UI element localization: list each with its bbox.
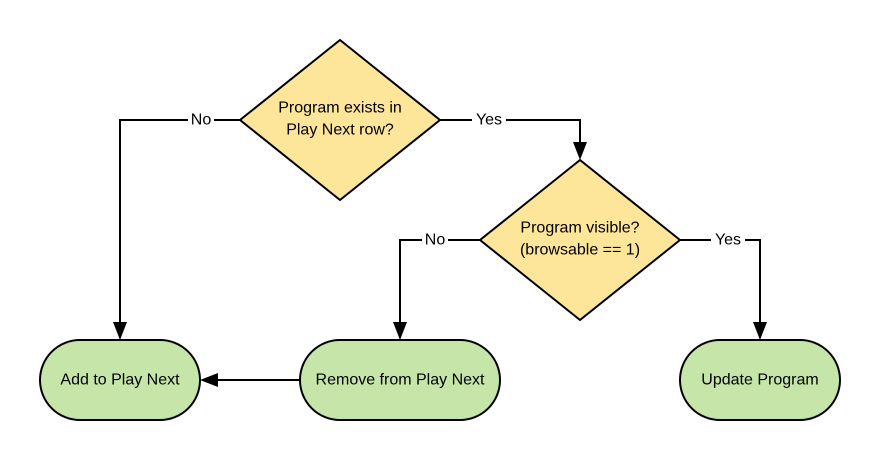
arrowhead-to-update	[753, 322, 767, 340]
terminal-remove-from-play-next-shape	[299, 339, 501, 421]
terminal-remove-from-play-next: Remove from Play Next	[299, 339, 501, 421]
terminal-update-program-shape	[679, 339, 841, 421]
decision-program-visible: Program visible? (browsable == 1)	[478, 158, 682, 322]
edge-label-visible-no-text: No	[425, 232, 446, 249]
edge-visible-yes	[680, 239, 761, 325]
decision-program-exists-line2: Play Next row?	[286, 122, 394, 139]
terminal-add-to-play-next-label: Add to Play Next	[60, 372, 180, 389]
decision-program-visible-line2: (browsable == 1)	[520, 242, 640, 259]
decision-program-exists-diamond	[238, 38, 442, 202]
edge-label-visible-yes: Yes	[711, 230, 745, 250]
terminal-update-program: Update Program	[679, 339, 841, 421]
terminal-add-to-play-next-shape	[39, 339, 201, 421]
edge-label-exists-yes: Yes	[472, 110, 506, 130]
edge-label-exists-yes-text: Yes	[476, 112, 502, 129]
terminal-add-to-play-next: Add to Play Next	[39, 339, 201, 421]
edge-exists-yes	[440, 119, 581, 145]
decision-program-exists-line1: Program exists in	[278, 100, 402, 117]
edge-label-exists-no: No	[188, 110, 214, 130]
decision-program-visible-diamond	[478, 158, 682, 322]
arrowhead-to-add	[113, 322, 127, 340]
arrowhead-remove-to-add	[200, 373, 218, 387]
terminal-update-program-label: Update Program	[701, 372, 818, 389]
edge-label-exists-no-text: No	[191, 112, 212, 129]
edge-exists-no	[119, 119, 240, 325]
decision-program-visible-line1: Program visible?	[520, 220, 639, 237]
arrowhead-to-remove	[393, 322, 407, 340]
arrowhead-to-visible	[573, 142, 587, 160]
decision-program-exists: Program exists in Play Next row?	[238, 38, 442, 202]
edge-visible-no	[399, 239, 480, 325]
terminal-remove-from-play-next-label: Remove from Play Next	[316, 372, 485, 389]
edge-label-visible-yes-text: Yes	[715, 232, 741, 249]
edge-label-visible-no: No	[422, 230, 448, 250]
